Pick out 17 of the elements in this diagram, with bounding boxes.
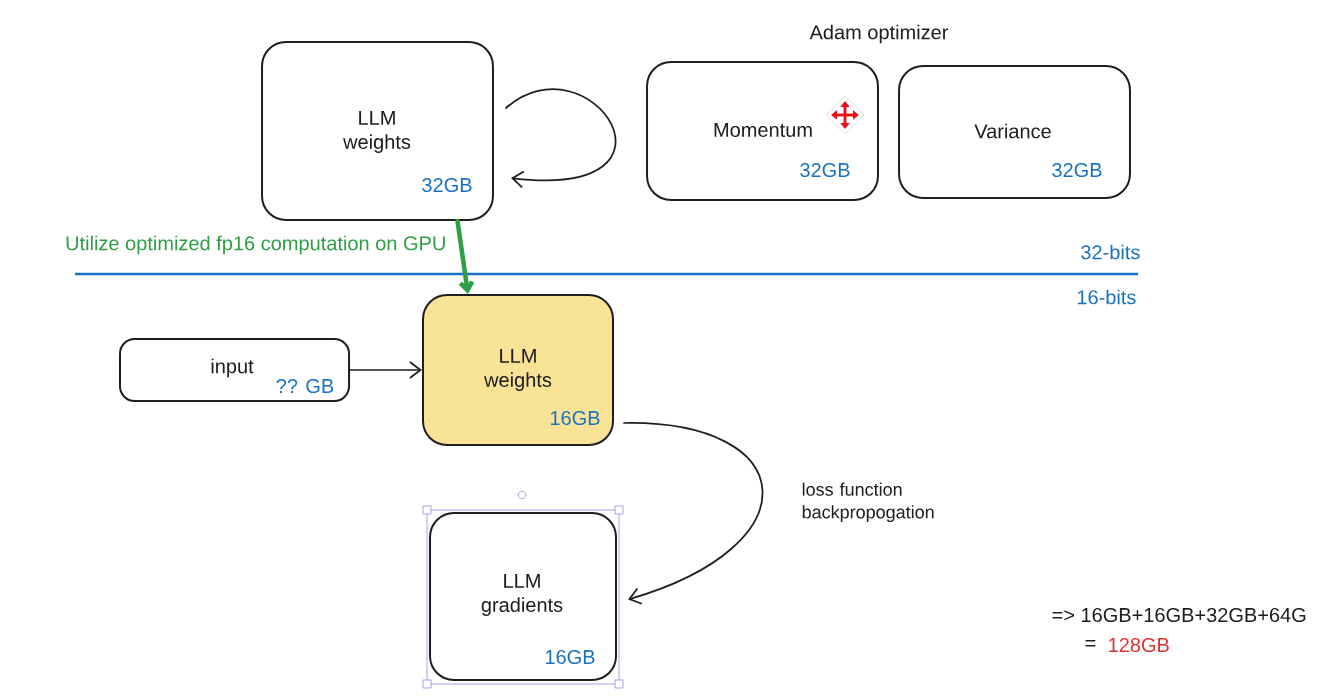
rounded-box: input ?? GB [119, 338, 351, 402]
equals-sign: = [1085, 640, 1096, 647]
edge-label: loss function backpropogation [802, 482, 934, 523]
arrow [623, 422, 764, 605]
arrow [505, 88, 617, 189]
group-heading: Adam optimizer [809, 24, 949, 44]
rounded-box: Momentum 32GB [646, 61, 879, 201]
precision-label: 32-bits [1081, 244, 1140, 260]
arrow [455, 218, 475, 294]
precision-label: 16-bits [1077, 289, 1136, 305]
total-label: 128GB [1109, 637, 1169, 653]
rounded-box: LLM weights 32GB [261, 41, 494, 221]
formula-text: => 16GB+16GB+32GB+64G [1052, 607, 1306, 623]
rounded-box: Variance 32GB [898, 65, 1131, 199]
rounded-box: LLM weights 16GB [422, 294, 614, 446]
arrow [349, 361, 422, 379]
edge-label: Utilize optimized fp16 computation on GPU [66, 235, 445, 255]
